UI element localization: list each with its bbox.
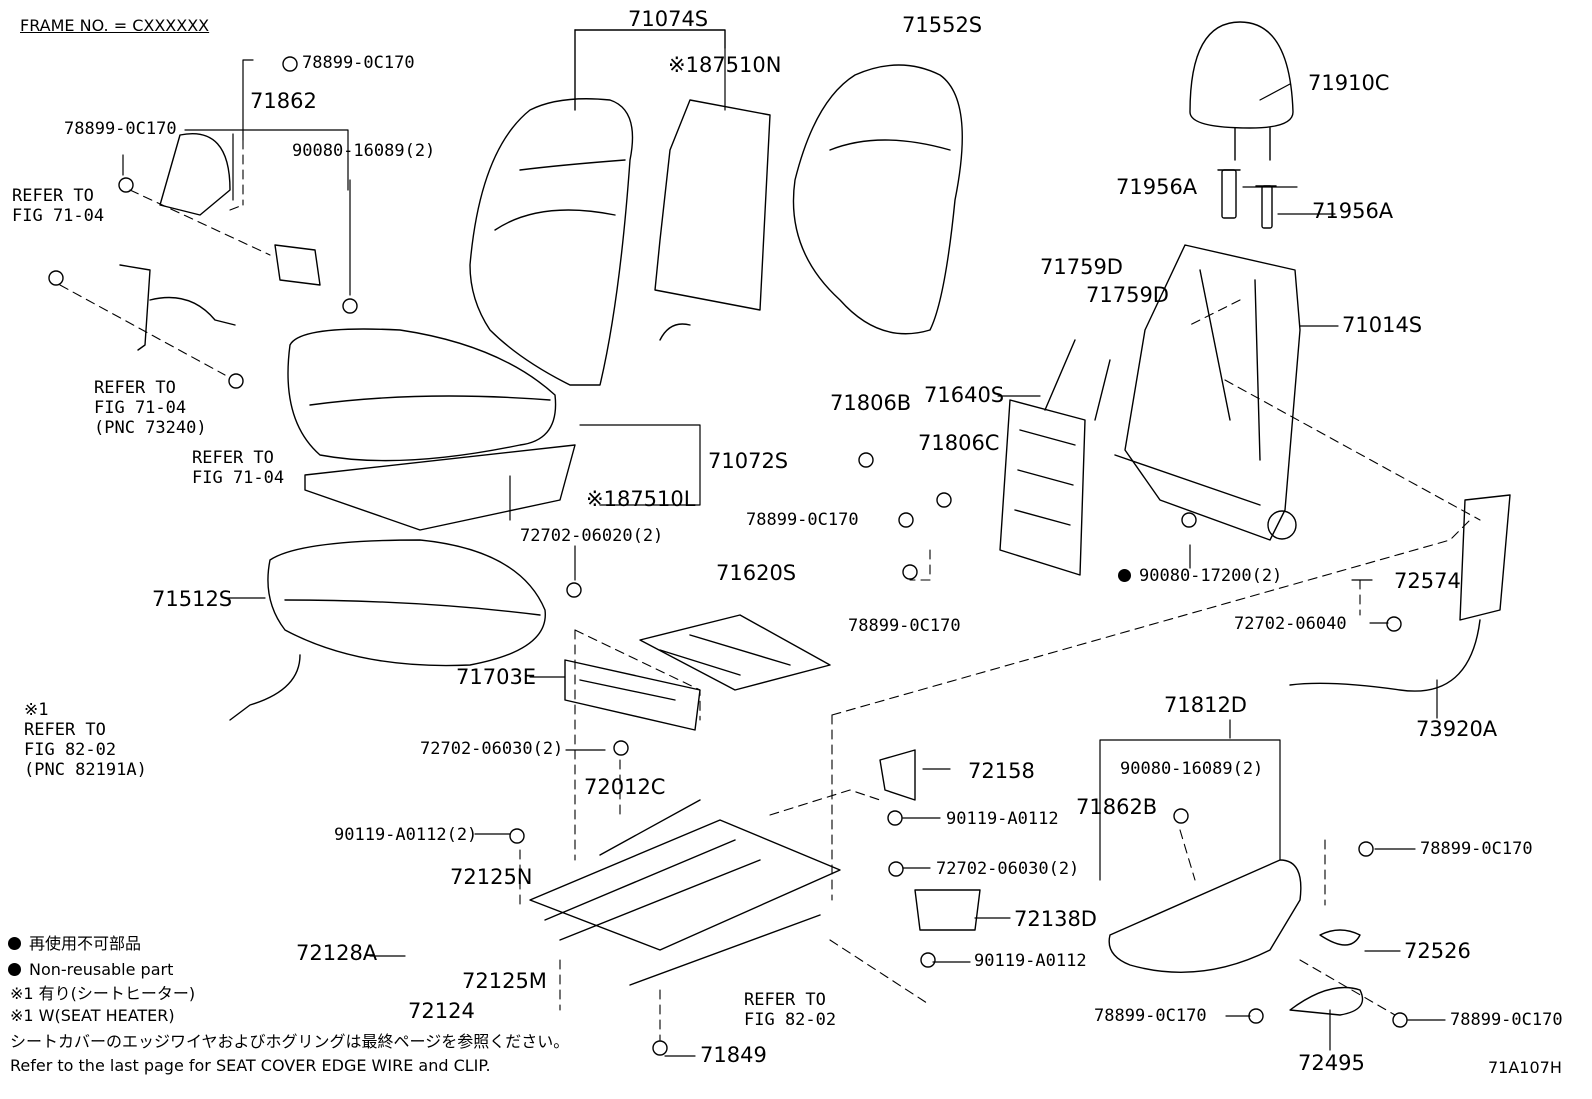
part-90080-16089-b[interactable]: 90080-16089(2) <box>1120 759 1264 779</box>
part-78899-0C170-b1[interactable]: 78899-0C170 <box>1094 1006 1207 1026</box>
part-72495[interactable]: 72495 <box>1298 1051 1365 1075</box>
part-90080-17200-label: 90080-17200(2) <box>1139 566 1283 586</box>
lumbar-support-drawing <box>999 339 1111 576</box>
part-71640S[interactable]: 71640S <box>924 383 1005 407</box>
seat-track-drawing <box>529 799 841 986</box>
cushion-plate-drawing <box>564 659 701 731</box>
part-78899-0C170-mid2[interactable]: 78899-0C170 <box>848 616 961 636</box>
part-90119-A0112-b[interactable]: 90119-A0112(2) <box>334 825 478 845</box>
part-72124[interactable]: 72124 <box>408 999 475 1023</box>
headrest-guide-drawing <box>1217 169 1277 229</box>
headrest-drawing <box>1189 21 1294 161</box>
part-72574[interactable]: 72574 <box>1394 569 1461 593</box>
part-78899-0C170-r1[interactable]: 78899-0C170 <box>1420 839 1533 859</box>
figure-code: 71A107H <box>1488 1058 1562 1077</box>
part-90119-A0112-a[interactable]: 90119-A0112 <box>946 809 1059 829</box>
part-72158[interactable]: 72158 <box>968 759 1035 783</box>
part-72012C[interactable]: 72012C <box>584 775 666 799</box>
non-reusable-dot-icon <box>8 937 21 950</box>
part-71512S[interactable]: 71512S <box>152 587 233 611</box>
legend-non-reusable-en: Non-reusable part <box>8 960 173 979</box>
part-90119-A0112-c[interactable]: 90119-A0112 <box>974 951 1087 971</box>
part-78899-0C170-mid[interactable]: 78899-0C170 <box>746 510 859 530</box>
part-72702-06030-b[interactable]: 72702-06030(2) <box>936 859 1080 879</box>
leader-lines <box>122 47 1446 1057</box>
part-72702-06040[interactable]: 72702-06040 <box>1234 614 1347 634</box>
part-71620S[interactable]: 71620S <box>716 561 797 585</box>
part-71552S[interactable]: 71552S <box>902 13 983 37</box>
part-71956A-left[interactable]: 71956A <box>1116 175 1198 199</box>
part-78899-0C170-left[interactable]: 78899-0C170 <box>64 119 177 139</box>
cushion-cover-drawing <box>287 328 557 462</box>
legend-refer-jp: シートカバーのエッジワイヤおよびホグリングは最終ページを参照ください。 <box>10 1032 570 1051</box>
seat-belt-drawing <box>119 133 321 351</box>
part-71862B[interactable]: 71862B <box>1076 795 1158 819</box>
part-71759D-b[interactable]: 71759D <box>1086 283 1169 307</box>
part-90080-17200[interactable]: 90080-17200(2) <box>1118 567 1282 586</box>
part-72702-06030-a[interactable]: 72702-06030(2) <box>420 739 564 759</box>
part-73920A[interactable]: 73920A <box>1416 717 1498 741</box>
part-71812D[interactable]: 71812D <box>1164 693 1247 717</box>
part-71703E[interactable]: 71703E <box>456 665 537 689</box>
part-71862[interactable]: 71862 <box>250 89 317 113</box>
non-reusable-dot-icon <box>8 963 21 976</box>
bolt-drawings <box>48 56 1408 1056</box>
legend-jp-text: 再使用不可部品 <box>29 934 142 953</box>
legend-heater-jp: ※1 有り(シートヒーター) <box>10 984 196 1003</box>
part-71759D-a[interactable]: 71759D <box>1040 255 1123 279</box>
non-reusable-dot-icon <box>1118 569 1131 582</box>
seatback-frame-drawing <box>1114 244 1301 541</box>
seatback-cover-drawing <box>469 29 726 386</box>
seat-shield-drawing <box>879 494 1511 1016</box>
legend-en-text: Non-reusable part <box>29 960 174 979</box>
part-71849[interactable]: 71849 <box>700 1043 767 1067</box>
legend-heater-en: ※1 W(SEAT HEATER) <box>10 1006 175 1025</box>
cushion-heater-drawing <box>304 444 576 531</box>
part-71074S[interactable]: 71074S <box>628 7 709 31</box>
part-71806B[interactable]: 71806B <box>830 391 912 415</box>
assembly-dashed-lines <box>59 139 1481 1041</box>
part-72138D[interactable]: 72138D <box>1014 907 1097 931</box>
cushion-pad-drawing <box>229 539 546 721</box>
part-90080-16089-a[interactable]: 90080-16089(2) <box>292 141 436 161</box>
refer-fig-82-02-pnc-82191A[interactable]: ※1 REFER TO FIG 82-02 (PNC 82191A) <box>24 700 147 780</box>
legend-refer-en: Refer to the last page for SEAT COVER ED… <box>10 1056 491 1075</box>
part-72128A[interactable]: 72128A <box>296 941 378 965</box>
refer-fig-71-04-pnc-73240[interactable]: REFER TO FIG 71-04 (PNC 73240) <box>94 378 207 438</box>
seatback-heater-drawing <box>654 99 771 341</box>
refer-fig-71-04-a[interactable]: REFER TO FIG 71-04 <box>12 186 105 226</box>
part-72125N[interactable]: 72125N <box>450 865 533 889</box>
frame-number: FRAME NO. = CXXXXXX <box>20 16 210 35</box>
part-72702-06020[interactable]: 72702-06020(2) <box>520 526 664 546</box>
refer-fig-82-02[interactable]: REFER TO FIG 82-02 <box>744 990 837 1030</box>
part-78899-0C170-top[interactable]: 78899-0C170 <box>302 53 415 73</box>
seatback-pad-drawing <box>792 64 963 335</box>
part-72526[interactable]: 72526 <box>1404 939 1471 963</box>
part-71956A-right[interactable]: 71956A <box>1312 199 1394 223</box>
part-71014S[interactable]: 71014S <box>1342 313 1423 337</box>
legend-non-reusable-jp: 再使用不可部品 <box>8 934 141 953</box>
part-71910C[interactable]: 71910C <box>1308 71 1390 95</box>
refer-fig-71-04-b[interactable]: REFER TO FIG 71-04 <box>192 448 285 488</box>
part-71072S[interactable]: 71072S <box>708 449 789 473</box>
seat-spring-drawing <box>639 614 831 691</box>
part-87510L[interactable]: ※187510L <box>586 487 696 511</box>
part-87510N[interactable]: ※187510N <box>668 53 782 77</box>
part-72125M[interactable]: 72125M <box>462 969 547 993</box>
part-78899-0C170-b2[interactable]: 78899-0C170 <box>1450 1010 1563 1030</box>
part-71806C[interactable]: 71806C <box>918 431 1000 455</box>
